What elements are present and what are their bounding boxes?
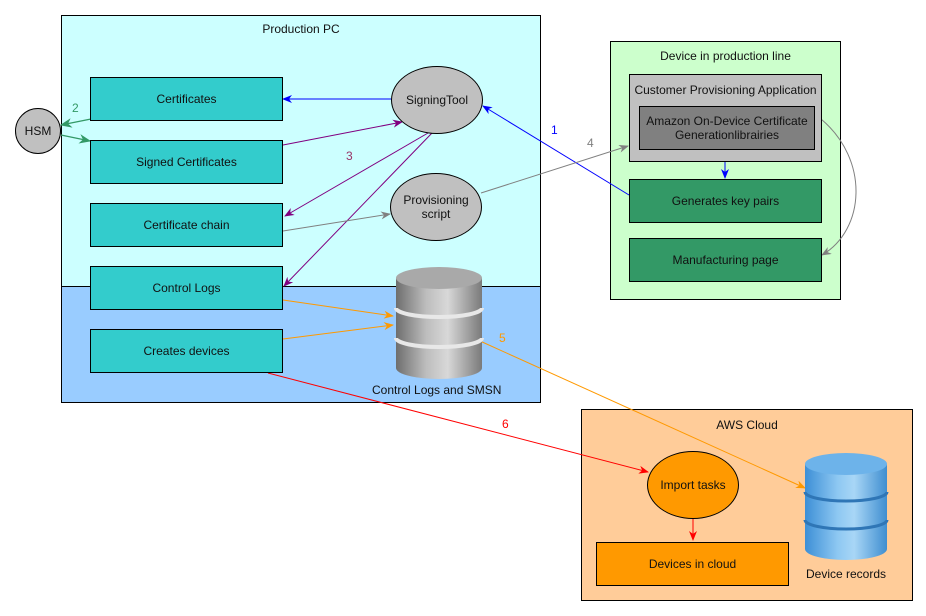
signing-tool-label: SigningTool bbox=[405, 93, 469, 107]
step-label-5: 5 bbox=[499, 331, 506, 345]
control-logs-box[interactable]: Control Logs bbox=[90, 266, 283, 310]
certificates-label: Certificates bbox=[156, 92, 217, 106]
provisioning-script-node[interactable]: Provisioning script bbox=[390, 173, 482, 241]
step-label-1: 1 bbox=[551, 123, 558, 137]
edge-creates-import bbox=[267, 372, 649, 474]
creates-devices-box[interactable]: Creates devices bbox=[90, 329, 283, 373]
device-records-label: Device records bbox=[806, 567, 887, 581]
step-label-3: 3 bbox=[346, 149, 353, 163]
control-logs-db-label: Control Logs and SMSN bbox=[372, 383, 502, 397]
customer-app-title: Customer Provisioning Application bbox=[634, 83, 817, 97]
manufacturing-page-box[interactable]: Manufacturing page bbox=[629, 238, 822, 282]
edge-db-devicerecords bbox=[479, 340, 806, 489]
signed-certificates-box[interactable]: Signed Certificates bbox=[90, 140, 283, 184]
edge-certificates-hsm bbox=[59, 118, 92, 128]
hsm-label: HSM bbox=[24, 124, 52, 138]
signed-certificates-label: Signed Certificates bbox=[136, 155, 237, 169]
database-icon bbox=[394, 267, 484, 379]
amazon-libs-label: Amazon On-Device Certificate Generationl… bbox=[646, 114, 808, 142]
devices-in-cloud-label: Devices in cloud bbox=[648, 557, 737, 571]
import-tasks-node[interactable]: Import tasks bbox=[647, 451, 739, 519]
edge-signingtool-chain bbox=[284, 132, 429, 217]
step-label-4: 4 bbox=[587, 136, 594, 150]
certificate-chain-label: Certificate chain bbox=[143, 218, 230, 232]
generates-key-pairs-box[interactable]: Generates key pairs bbox=[629, 179, 822, 223]
customer-app-box[interactable]: Customer Provisioning Application Amazon… bbox=[629, 74, 822, 162]
amazon-libs-box[interactable]: Amazon On-Device Certificate Generationl… bbox=[639, 106, 815, 150]
control-logs-label: Control Logs bbox=[152, 281, 221, 295]
edge-signed-signingtool bbox=[282, 119, 403, 146]
provisioning-script-label: Provisioning script bbox=[403, 193, 469, 221]
edge-chain-provisioning bbox=[282, 211, 391, 232]
creates-devices-label: Creates devices bbox=[143, 344, 230, 358]
devices-in-cloud-box[interactable]: Devices in cloud bbox=[596, 542, 789, 586]
import-tasks-label: Import tasks bbox=[660, 478, 726, 492]
step-label-2: 2 bbox=[72, 101, 79, 115]
edge-creates-db bbox=[282, 322, 394, 340]
edge-provisioning-app bbox=[480, 144, 629, 194]
cloud-database-icon bbox=[803, 453, 889, 560]
manufacturing-page-label: Manufacturing page bbox=[672, 253, 779, 267]
hsm-node[interactable]: HSM bbox=[15, 108, 61, 154]
edge-libs-manufacturing bbox=[820, 118, 857, 256]
edge-signingtool-controllogs bbox=[283, 132, 433, 287]
aws-cloud-title: AWS Cloud bbox=[716, 418, 778, 432]
generates-key-pairs-label: Generates key pairs bbox=[671, 194, 780, 208]
certificates-box[interactable]: Certificates bbox=[90, 77, 283, 121]
edge-controllogs-db bbox=[282, 299, 394, 319]
signing-tool-node[interactable]: SigningTool bbox=[391, 66, 483, 134]
edge-keypairs-signingtool bbox=[482, 105, 630, 196]
certificate-chain-box[interactable]: Certificate chain bbox=[90, 203, 283, 247]
step-label-6: 6 bbox=[502, 417, 509, 431]
edge-hsm-signed-certificates bbox=[60, 134, 92, 144]
production-pc-title: Production PC bbox=[262, 22, 340, 36]
device-line-title: Device in production line bbox=[660, 49, 791, 63]
